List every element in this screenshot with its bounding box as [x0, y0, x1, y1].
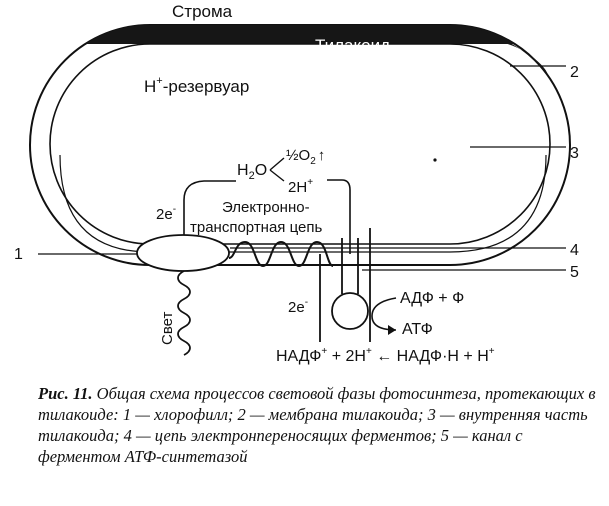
- figure-caption: Рис. 11. Общая схема процессов световой …: [38, 383, 598, 467]
- membrane-band-line: [59, 154, 547, 253]
- etc-label-line2: транспортная цепь: [190, 219, 322, 236]
- chlorophyll: [136, 234, 230, 272]
- membrane-inner: [49, 43, 551, 245]
- callouts: 1 2 3 4 5: [14, 64, 579, 281]
- thylakoid-diagram: Строма Тилакоид H+-резервуар H2O ½O2↑ 2e…: [14, 2, 579, 365]
- light-label: Свет: [159, 312, 176, 345]
- thylakoid-membrane: [29, 24, 571, 266]
- water-splitting-bracket: [269, 157, 285, 182]
- etc-label-line1: Электронно-: [222, 199, 310, 216]
- electron-path-to-chlorophyll: [183, 180, 236, 235]
- adp-atp-arrowhead: [388, 325, 396, 335]
- interior-dot: [433, 158, 437, 162]
- caption-text: Общая схема процессов световой фазы фото…: [38, 384, 596, 466]
- membrane-dark-band-right: [470, 27, 548, 75]
- callout-number-3: 3: [570, 145, 579, 162]
- atp-label: АТФ: [402, 321, 433, 338]
- membrane-outer: [29, 24, 571, 266]
- membrane-dark-band: [30, 25, 570, 44]
- callout-number-4: 4: [570, 242, 579, 259]
- oxygen-label: ½O2↑: [286, 147, 325, 167]
- thylakoid-label: Тилакоид: [315, 36, 390, 55]
- callout-number-1: 1: [14, 246, 23, 263]
- caption-lead: Рис. 11.: [38, 384, 93, 403]
- h-reservoir-label: H+-резервуар: [144, 75, 249, 96]
- protons-2h-label: 2H+: [288, 177, 313, 196]
- adp-atp-arrow: [371, 297, 397, 331]
- light-wave: [177, 270, 191, 356]
- electrons-top-label: 2e-: [156, 204, 176, 223]
- water-label: H2O: [237, 162, 267, 182]
- electron-transport-wave: [228, 240, 334, 268]
- callout-number-5: 5: [570, 264, 579, 281]
- nadp-equation: НАДФ+ + 2H+ ← НАДФ·Н + Н+: [276, 346, 495, 365]
- electrons-bottom-label: 2e-: [288, 297, 308, 316]
- stroma-label: Строма: [172, 2, 233, 21]
- adp-p-label: АДФ + Ф: [400, 290, 464, 307]
- atp-synthase-head: [331, 292, 369, 330]
- callout-number-2: 2: [570, 64, 579, 81]
- proton-path: [327, 179, 351, 254]
